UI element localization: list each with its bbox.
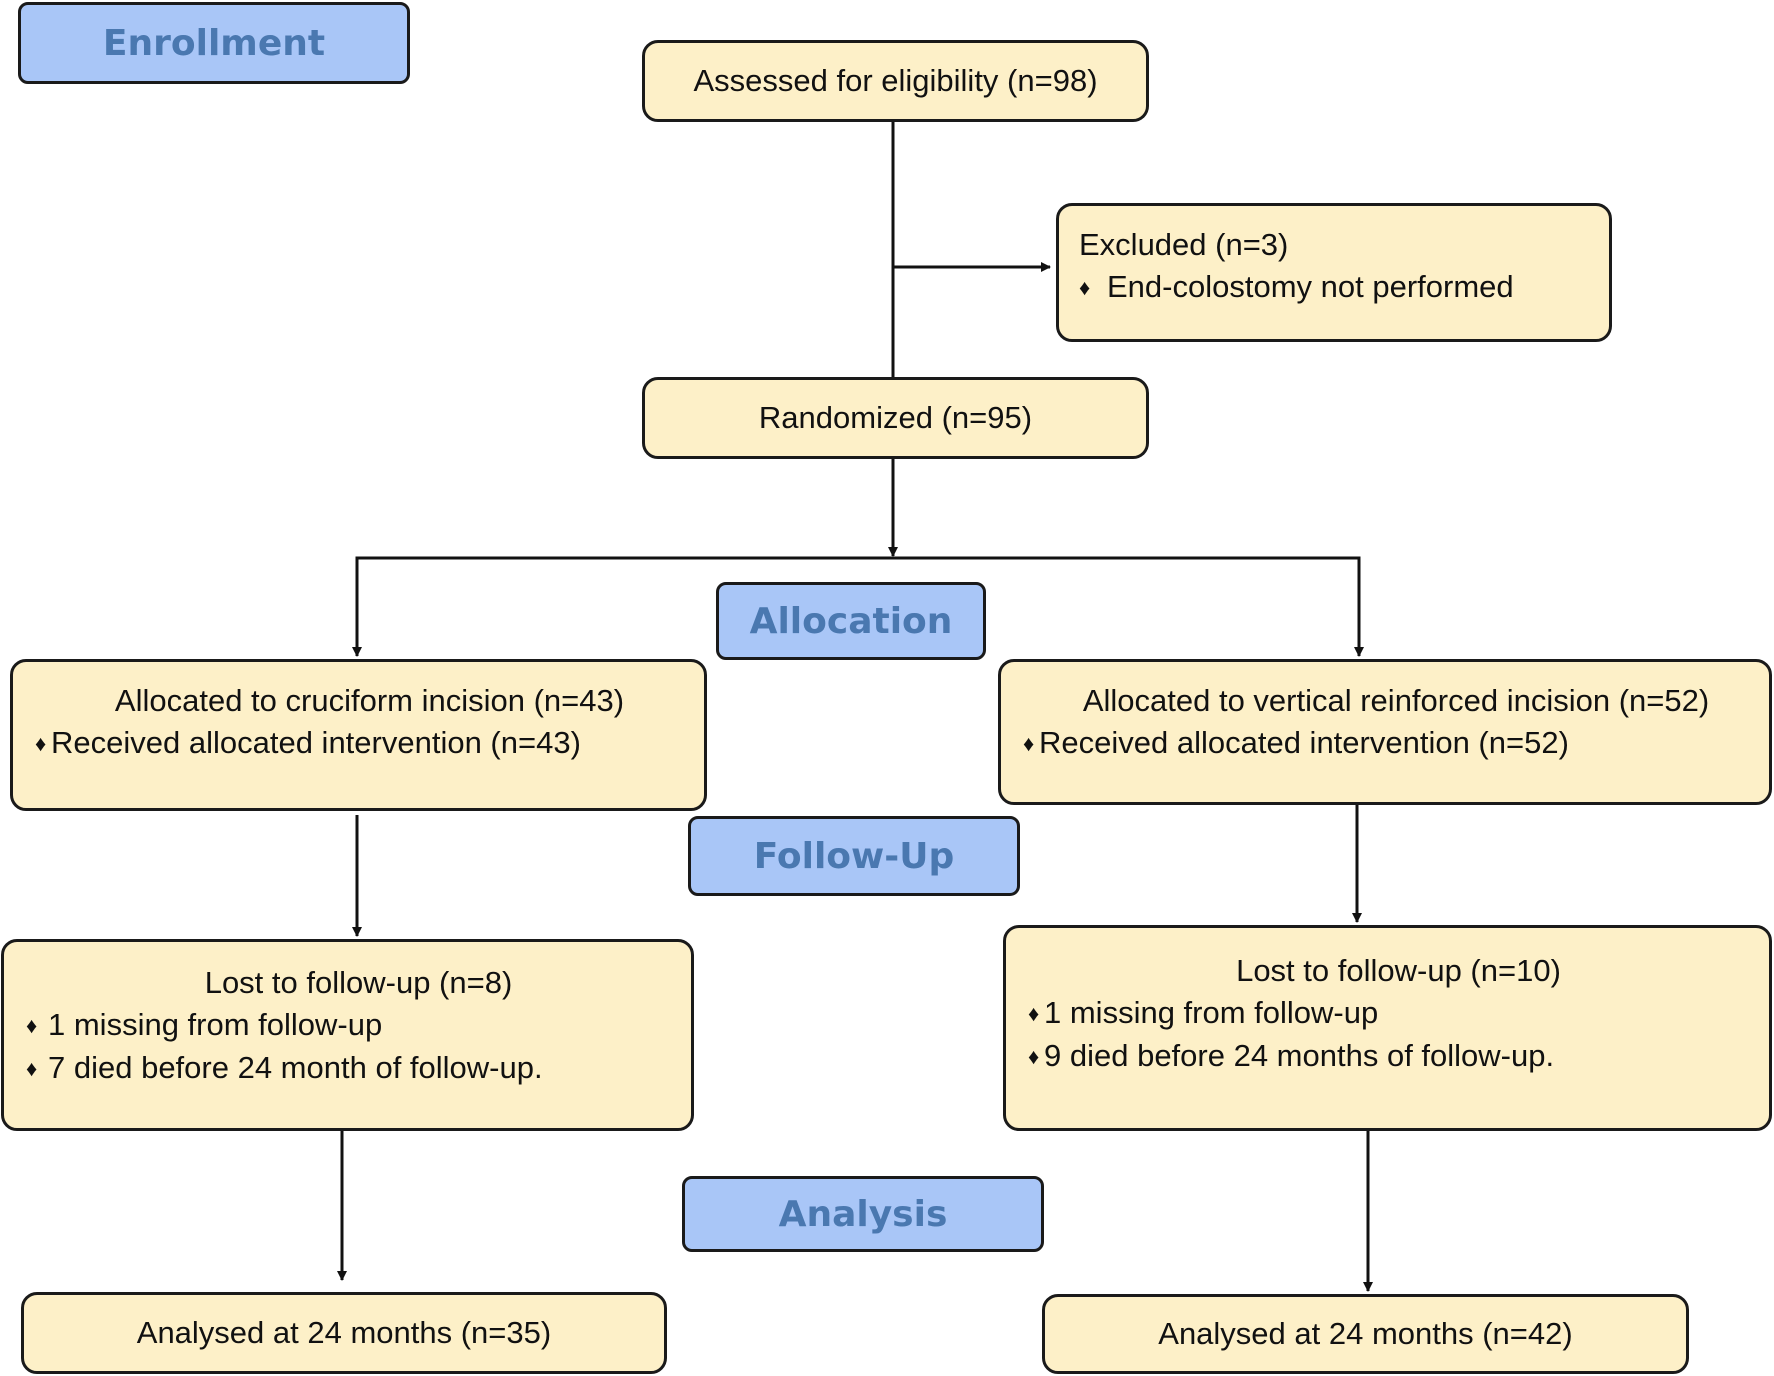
left-followup-item-1-text: 1 missing from follow-up xyxy=(48,1007,383,1042)
right-allocation-item: ♦Received allocated intervention (n=52) xyxy=(1023,722,1769,765)
bullet-icon: ♦ xyxy=(1028,1001,1040,1026)
left-followup-title: Lost to follow-up (n=8) xyxy=(204,965,513,1000)
right-analysis-text: Analysed at 24 months (n=42) xyxy=(1158,1316,1573,1351)
excluded-item-text: End-colostomy not performed xyxy=(1107,269,1514,304)
right-followup-item-2-text: 9 died before 24 months of follow-up. xyxy=(1044,1038,1555,1073)
stage-label-analysis: Analysis xyxy=(682,1176,1044,1252)
bullet-icon: ♦ xyxy=(1079,275,1091,300)
left-followup-item-2: ♦ 7 died before 24 month of follow-up. xyxy=(26,1047,691,1090)
left-allocation-box: Allocated to cruciform incision (n=43) ♦… xyxy=(10,659,707,811)
excluded-title: Excluded (n=3) xyxy=(1079,227,1289,262)
assessed-text: Assessed for eligibility (n=98) xyxy=(693,63,1098,98)
left-allocation-item: ♦Received allocated intervention (n=43) xyxy=(35,722,704,765)
stage-label-enrollment: Enrollment xyxy=(18,2,410,84)
right-analysis-box: Analysed at 24 months (n=42) xyxy=(1042,1294,1689,1374)
right-allocation-item-text: Received allocated intervention (n=52) xyxy=(1039,725,1569,760)
left-followup-box: Lost to follow-up (n=8) ♦ 1 missing from … xyxy=(1,939,694,1131)
bullet-icon: ♦ xyxy=(26,1013,38,1038)
stage-label-allocation: Allocation xyxy=(716,582,986,660)
right-followup-title: Lost to follow-up (n=10) xyxy=(1236,953,1561,988)
left-analysis-text: Analysed at 24 months (n=35) xyxy=(136,1315,552,1350)
left-followup-item-1: ♦ 1 missing from follow-up xyxy=(26,1004,691,1047)
randomized-text: Randomized (n=95) xyxy=(758,400,1033,435)
left-followup-item-2-text: 7 died before 24 month of follow-up. xyxy=(48,1050,543,1085)
right-followup-item-1-text: 1 missing from follow-up xyxy=(1044,995,1379,1030)
randomized-box: Randomized (n=95) xyxy=(642,377,1149,459)
connector-split-right xyxy=(893,556,1364,657)
bullet-icon: ♦ xyxy=(26,1056,38,1081)
connector-split-left xyxy=(352,556,893,657)
left-allocation-item-text: Received allocated intervention (n=43) xyxy=(51,725,581,760)
excluded-item: ♦ End-colostomy not performed xyxy=(1079,266,1609,309)
right-followup-item-1: ♦1 missing from follow-up xyxy=(1028,992,1769,1035)
right-followup-item-2: ♦9 died before 24 months of follow-up. xyxy=(1028,1035,1769,1078)
left-analysis-box: Analysed at 24 months (n=35) xyxy=(21,1292,667,1374)
assessed-box: Assessed for eligibility (n=98) xyxy=(642,40,1149,122)
bullet-icon: ♦ xyxy=(1028,1044,1040,1069)
right-allocation-box: Allocated to vertical reinforced incisio… xyxy=(998,659,1772,805)
right-allocation-title: Allocated to vertical reinforced incisio… xyxy=(1082,683,1710,718)
excluded-box: Excluded (n=3) ♦ End-colostomy not perfor… xyxy=(1056,203,1612,342)
right-followup-box: Lost to follow-up (n=10) ♦1 missing from… xyxy=(1003,925,1772,1131)
bullet-icon: ♦ xyxy=(1023,731,1035,756)
bullet-icon: ♦ xyxy=(35,731,47,756)
left-allocation-title: Allocated to cruciform incision (n=43) xyxy=(114,683,625,718)
stage-label-follow-up: Follow-Up xyxy=(688,816,1020,896)
